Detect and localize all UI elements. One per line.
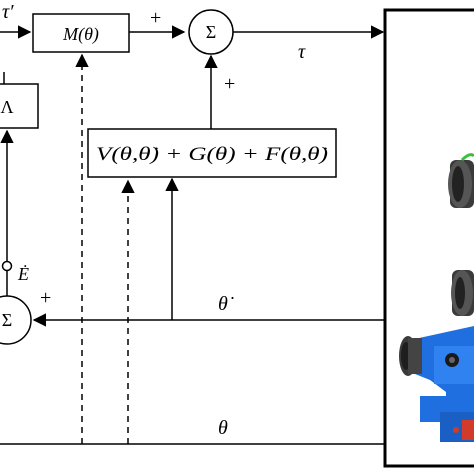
mass-matrix-label: M(θ) [62, 24, 99, 45]
top-sum-plus-left: + [150, 7, 161, 29]
nonlinear-terms-label: V(θ,θ̇) + G(θ) + F(θ,θ̇) [96, 144, 328, 165]
nonlinear-terms-block [87, 128, 337, 178]
error-dot-takeoff-node [1, 260, 13, 272]
gain-block-label: Λ [0, 97, 13, 117]
mass-matrix-block [32, 13, 130, 53]
top-sum-plus-bottom: + [224, 73, 235, 95]
bottom-sum-plus-right: + [40, 287, 51, 309]
gain-block [0, 83, 39, 129]
tau-prime-label: τ′ [2, 1, 14, 23]
error-dot-label: Ė [17, 264, 29, 284]
theta-dot-label: θ̇ [218, 293, 234, 315]
summing-junction-bottom-symbol: Σ [2, 310, 12, 330]
summing-junction-bottom [0, 295, 32, 345]
tau-label: τ [298, 41, 306, 63]
theta-label: θ [218, 417, 228, 439]
robot-arm-icon [399, 153, 474, 442]
summing-junction-top-symbol: Σ [206, 22, 216, 42]
